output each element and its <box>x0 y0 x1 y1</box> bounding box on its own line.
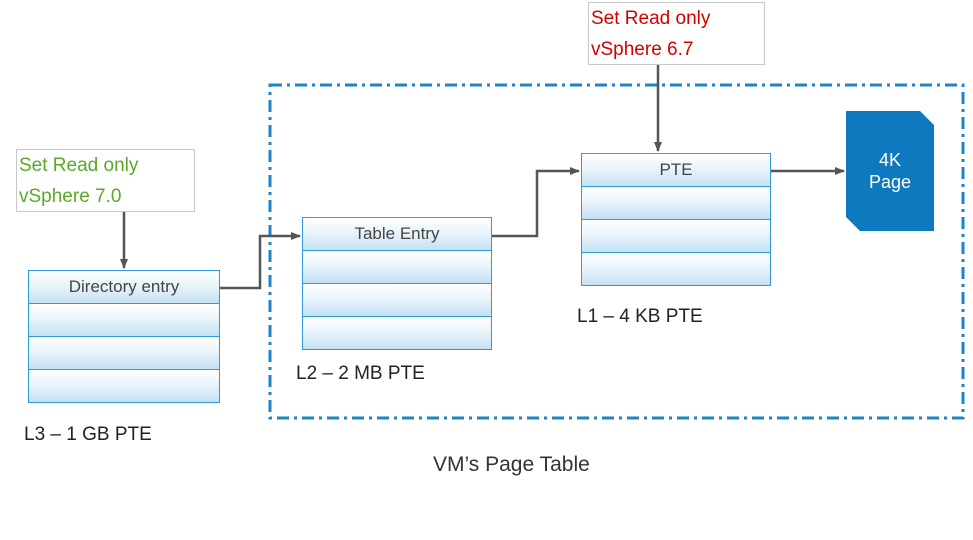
vm-page-table-region <box>268 83 965 420</box>
4k-page-label-line2: Page <box>868 172 912 192</box>
callout-vsphere70: Set Read only vSphere 7.0 <box>16 149 195 212</box>
callout-vsphere70-line1: Set Read only <box>19 155 139 176</box>
callout-vsphere67-line2: vSphere 6.7 <box>591 39 694 60</box>
l2-table: Table Entry <box>302 217 492 350</box>
l1-table-row <box>581 252 771 286</box>
l3-caption: L3 – 1 GB PTE <box>24 424 152 445</box>
l1-table-header: PTE <box>581 153 771 187</box>
l2-table-row <box>302 316 492 350</box>
l3-table-row <box>28 303 220 337</box>
l2-table-header: Table Entry <box>302 217 492 251</box>
4k-page-label: 4K Page <box>846 149 934 193</box>
callout-vsphere67: Set Read only vSphere 6.7 <box>588 2 765 65</box>
4k-page-shape <box>846 111 934 231</box>
l2-table-row <box>302 283 492 317</box>
l2-caption: L2 – 2 MB PTE <box>296 363 425 384</box>
l1-table-row <box>581 219 771 253</box>
l1-caption: L1 – 4 KB PTE <box>577 306 703 327</box>
l2-table-row <box>302 250 492 284</box>
l1-table: PTE <box>581 153 771 286</box>
l3-table-row <box>28 369 220 403</box>
arrow-l3-to-l2 <box>220 232 301 290</box>
l1-table-row <box>581 186 771 220</box>
arrow-l2-to-l1 <box>492 167 580 238</box>
callout-vsphere67-line1: Set Read only <box>591 8 711 29</box>
l3-table-row <box>28 336 220 370</box>
vm-page-table-caption: VM’s Page Table <box>433 453 590 476</box>
4k-page-label-line1: 4K <box>878 150 902 170</box>
l3-table: Directory entry <box>28 270 220 403</box>
l3-table-header: Directory entry <box>28 270 220 304</box>
callout-vsphere70-line2: vSphere 7.0 <box>19 186 122 207</box>
